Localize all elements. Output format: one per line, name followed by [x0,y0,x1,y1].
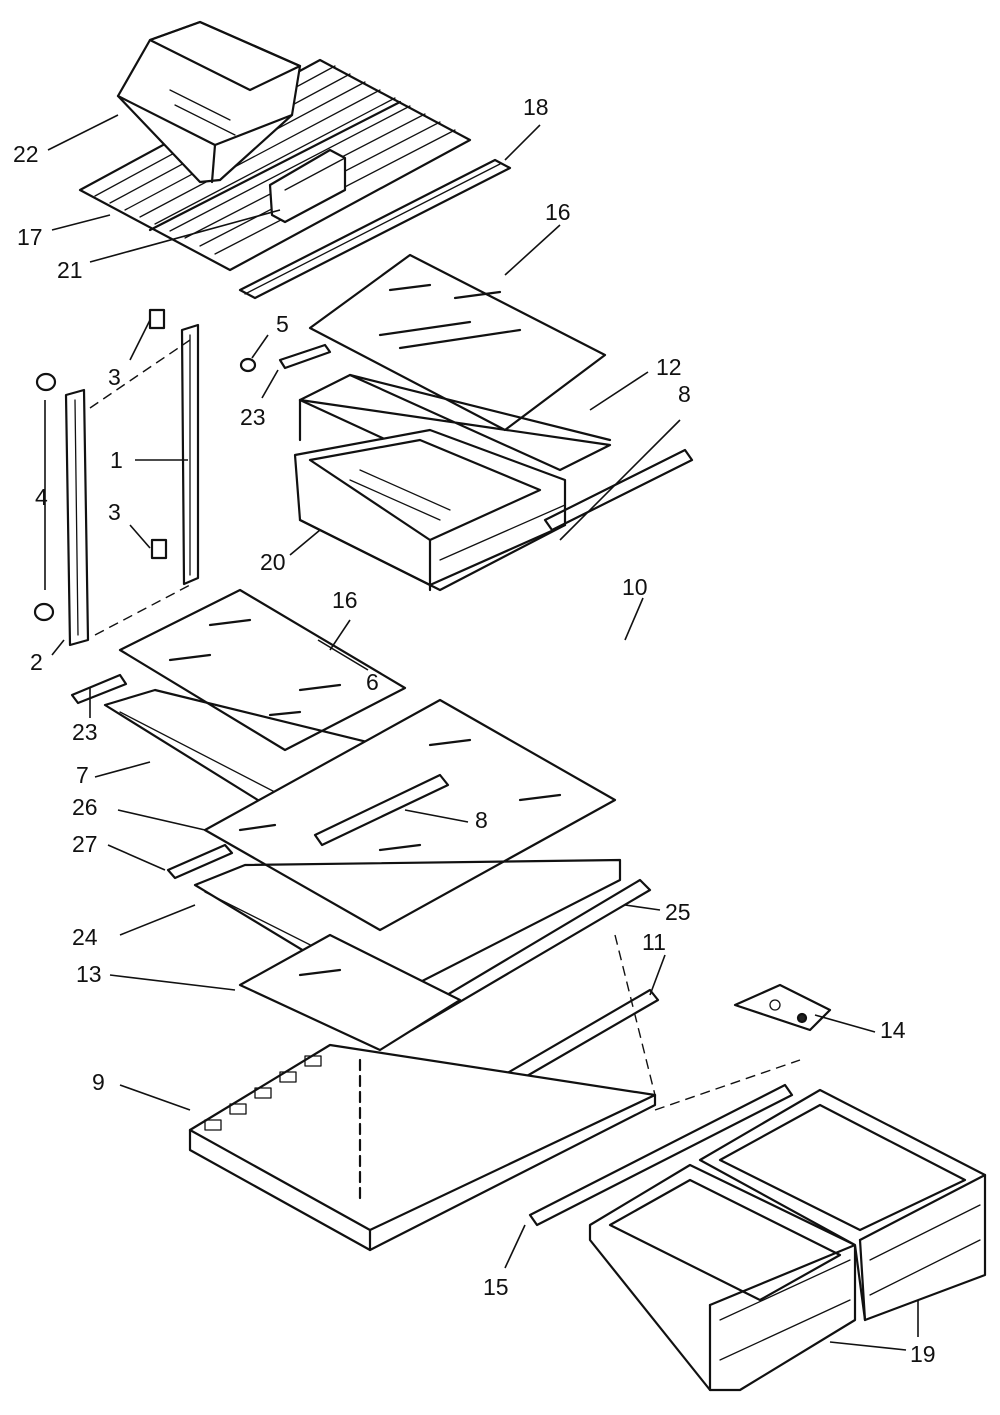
shelf-rail-23-upper [278,343,332,370]
basket-part [116,20,302,184]
callout-8-lower: 8 [475,807,488,833]
callout-7: 7 [76,762,89,788]
dash-guide [614,934,656,1096]
glass-shelf-lower-part [118,588,407,752]
glass-shelf-26 [203,698,617,932]
callout-3-lower: 3 [108,499,121,525]
dash-guide [654,1059,801,1111]
callout-23-lower: 23 [72,719,98,745]
callout-13: 13 [76,961,102,987]
callout-19: 19 [910,1341,936,1367]
clip-3-upper [148,308,166,330]
shelf-trim-part [238,158,512,300]
clip-3-lower [150,538,168,560]
callout-3-upper: 3 [108,364,121,390]
dash-guide [94,584,191,636]
drawer-part [293,428,567,592]
callout-18: 18 [523,94,549,120]
callout-2: 2 [30,649,43,675]
rail-8-upper [543,448,694,532]
callout-24: 24 [72,924,98,950]
callout-9: 9 [92,1069,105,1095]
callout-17: 17 [17,224,43,250]
callout-21: 21 [57,257,83,283]
callout-12: 12 [656,354,682,380]
dash-guide [89,339,191,409]
callout-4: 4 [35,484,48,510]
rail-1-part [180,323,200,586]
callout-8-upper: 8 [678,381,691,407]
cap-4-lower [33,602,55,622]
callout-10: 10 [622,574,648,600]
screw-5-part [239,357,257,373]
plate-14-part [733,983,832,1032]
callout-5: 5 [276,311,289,337]
callout-6: 6 [366,669,379,695]
callout-1: 1 [110,447,123,473]
bracket-part [268,148,347,224]
rail-15 [528,1083,794,1227]
crisper-bin-right [698,1088,987,1322]
callouts: 1 2 3 3 4 5 6 7 8 8 9 10 11 12 13 14 15 [13,94,936,1367]
callout-27: 27 [72,831,98,857]
callout-22: 22 [13,141,39,167]
callout-14: 14 [880,1017,906,1043]
callout-23-upper: 23 [240,404,266,430]
crisper-bin-left [588,1163,857,1392]
glass-shelf-13 [238,933,462,1052]
tray-9-part [188,1043,657,1252]
callout-16-lower: 16 [332,587,358,613]
cap-4-upper [35,372,57,392]
rail-2-part [64,388,90,647]
callout-16-upper: 16 [545,199,571,225]
glass-shelf-upper-part [308,253,607,432]
callout-26: 26 [72,794,98,820]
rail-27 [166,843,234,880]
callout-11: 11 [642,929,666,955]
shelf-rail-23-lower [70,673,128,705]
callout-20: 20 [260,549,286,575]
callout-15: 15 [483,1274,509,1300]
rail-8-lower [313,773,450,847]
callout-25: 25 [665,899,691,925]
